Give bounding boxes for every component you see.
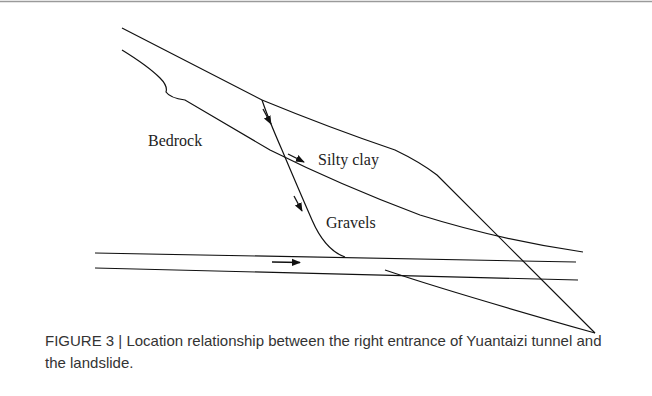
slide-arrow [263,109,271,124]
figure-caption: FIGURE 3 | Location relationship between… [45,330,605,374]
soil-label: Gravels [326,214,376,232]
tunnel-bottom [95,268,578,280]
slide-arrow [288,154,304,162]
slip-surface [262,100,345,257]
soil-label: Silty clay [318,151,379,169]
tunnel-arrow [272,261,300,263]
lower-boundary [385,270,595,333]
tunnel-top [95,253,576,262]
top-rule [0,1,652,3]
rock-label: Bedrock [148,132,202,150]
ground-surface [122,28,595,333]
layer-boundary [122,50,583,252]
slide-arrow [294,196,302,211]
